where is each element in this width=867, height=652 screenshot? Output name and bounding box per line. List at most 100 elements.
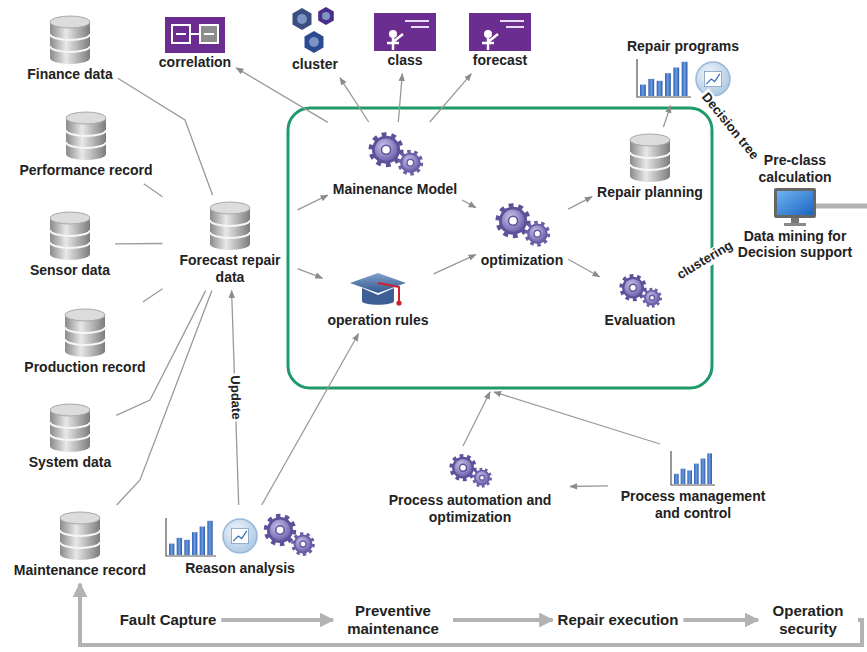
node-label: Fault Capture [120,611,217,629]
cap-icon [348,270,408,312]
node-label: Repair planning [597,184,703,201]
database-node: Repair planning [595,130,705,203]
connector [298,269,323,279]
edge-label: clustering [673,237,737,284]
edge-label: Decision tree [697,88,763,164]
gears-icon [363,127,427,181]
computer-icon [772,186,818,228]
gears-icon [490,198,554,252]
method-node: cluster [286,4,344,75]
node-label: correlation [159,54,231,71]
analysis-icon [162,510,318,560]
node-label: Production record [24,359,145,376]
connector [117,291,212,505]
database-node: Performance record [17,108,154,181]
connector [434,255,476,274]
connector [143,289,163,302]
edge-label: Update [227,374,244,423]
rules-node: operation rules [325,268,430,331]
node-label: Mainenance Model [333,181,457,198]
process-link [463,392,490,446]
flow-arrow [80,584,862,645]
flow-step: Preventive maintenance [336,600,450,640]
node-label: Performance record [19,162,152,179]
flow-step: Repair execution [556,609,681,631]
database-icon [627,132,673,184]
computer-node: Pre-class calculationData mining for Dec… [733,150,857,263]
node-label: Repair programs [627,38,739,55]
chart-node: Process management and control [611,446,775,524]
node-label: operation rules [327,312,428,329]
process-node: Evaluation [603,268,678,331]
connector [568,197,592,210]
node-label: System data [29,454,111,471]
database-node: Forecast repair data [166,198,295,288]
node-label: Evaluation [605,312,676,329]
database-icon [63,110,109,162]
node-label: Data mining for Decision support [735,228,855,262]
node-label: Operation security [763,602,853,638]
database-icon [57,510,103,562]
analysis-node: Reason analysis [160,508,320,579]
connector [568,259,599,277]
database-icon [62,307,108,359]
process-link [494,392,660,444]
node-label: Process management and control [613,488,773,522]
node-label: class [387,52,422,69]
node-label: Forecast repair data [168,252,293,286]
flow-step: Fault Capture [118,609,219,631]
node-label: Repair execution [558,611,679,629]
connector [462,200,476,208]
connector [570,485,608,487]
database-icon [47,14,93,66]
connector [663,106,670,127]
process-node: Mainenance Model [331,125,459,200]
connector [398,74,402,122]
connector [115,243,162,245]
database-node: Finance data [25,12,115,85]
cluster-icon [288,6,342,56]
process-node: optimization [479,196,565,271]
method-node: forecast [466,10,534,71]
node-label: Maintenance record [14,562,146,579]
node-label: forecast [473,52,527,69]
database-node: Maintenance record [12,508,148,581]
gears-icon [445,450,495,492]
node-label: Finance data [27,66,113,83]
connector [430,74,472,122]
connector [298,195,328,210]
database-icon [47,402,93,454]
node-label: Process automation and optimization [375,492,565,526]
node-label: Preventive maintenance [338,602,448,638]
correlation-icon [164,16,226,54]
database-node: Sensor data [28,208,112,281]
gears-icon [615,270,665,312]
node-label: optimization [481,252,563,269]
node-label: Reason analysis [185,560,295,577]
connector [340,78,369,122]
flow-arrow [683,618,758,622]
database-icon [207,200,253,252]
process-node: Process automation and optimization [373,448,567,528]
database-node: Production record [22,305,147,378]
chart-icon [668,448,718,488]
chart-node: Repair programs [625,36,741,103]
chart-icon [633,55,733,101]
method-node: class [371,10,439,71]
connector [236,68,328,123]
node-label: cluster [292,56,338,73]
flow-step: Operation security [761,600,855,640]
flow-arrow [221,618,333,622]
node-label: Sensor data [30,262,110,279]
database-icon [47,210,93,262]
connector [262,334,359,505]
forecast-icon [468,12,532,52]
class-icon [373,12,437,52]
connector [144,184,163,197]
method-node: correlation [157,14,233,73]
database-node: System data [27,400,113,473]
flow-arrow [453,618,553,622]
